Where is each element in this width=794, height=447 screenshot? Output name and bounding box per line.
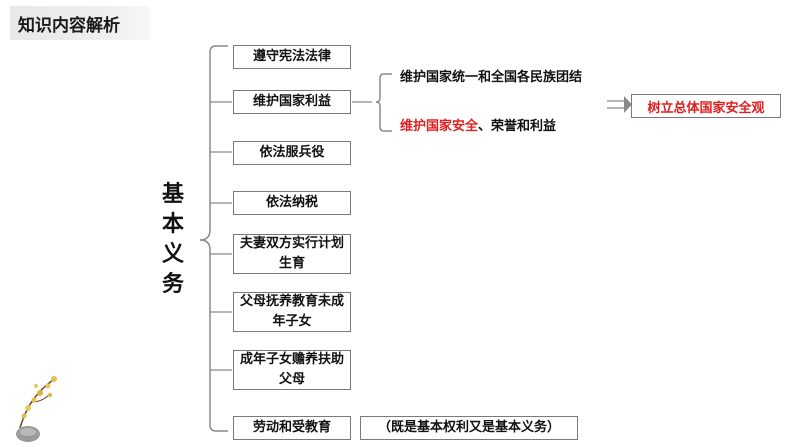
- duty-box-national-interest: 维护国家利益: [233, 90, 351, 114]
- note-text: （既是基本权利又是基本义务）: [377, 420, 560, 435]
- duty-label: 成年子女赡养扶助父母: [239, 352, 344, 387]
- duty-label: 劳动和受教育: [252, 420, 331, 435]
- main-title: 基 本 义 务: [158, 180, 188, 300]
- sub-bracket: [375, 73, 392, 132]
- duty-label: 依法服兵役: [259, 145, 325, 160]
- duty-box-adult-children: 成年子女赡养扶助父母: [233, 350, 351, 390]
- duty-box-family-planning: 夫妻双方实行计划生育: [233, 234, 351, 274]
- duty-label: 父母抚养教育未成年子女: [239, 294, 344, 329]
- national-security-text: 维护国家安全: [400, 119, 479, 134]
- duty-label: 维护国家利益: [252, 94, 331, 109]
- duty-label: 依法纳税: [265, 195, 318, 210]
- duty-box-constitution: 遵守宪法法律: [233, 45, 351, 69]
- security-concept-box: 树立总体国家安全观: [631, 94, 781, 118]
- duty-box-military-service: 依法服兵役: [233, 141, 351, 165]
- main-title-char: 义: [161, 242, 184, 267]
- note-box: （既是基本权利又是基本义务）: [360, 416, 578, 440]
- plum-blossom-decoration: [16, 376, 57, 442]
- national-interest-item-2: 维护国家安全、荣誉和利益: [400, 115, 556, 134]
- honor-interest-text: 、荣誉和利益: [478, 119, 557, 134]
- arrow-icon: [624, 96, 632, 113]
- duty-box-tax: 依法纳税: [233, 191, 351, 215]
- section-header-title: 知识内容解析: [18, 15, 120, 36]
- duty-box-labor-education: 劳动和受教育: [233, 416, 351, 440]
- national-interest-item-1: 维护国家统一和全国各民族团结: [400, 70, 583, 85]
- main-bracket: [199, 45, 228, 432]
- main-title-char: 基: [161, 182, 184, 207]
- duty-box-parents: 父母抚养教育未成年子女: [233, 292, 351, 332]
- main-title-char: 本: [161, 212, 184, 237]
- section-header: 知识内容解析: [10, 6, 150, 40]
- security-concept-label: 树立总体国家安全观: [647, 100, 765, 116]
- duty-label: 遵守宪法法律: [252, 49, 331, 64]
- main-title-char: 务: [161, 272, 184, 297]
- duty-label: 夫妻双方实行计划生育: [239, 236, 344, 271]
